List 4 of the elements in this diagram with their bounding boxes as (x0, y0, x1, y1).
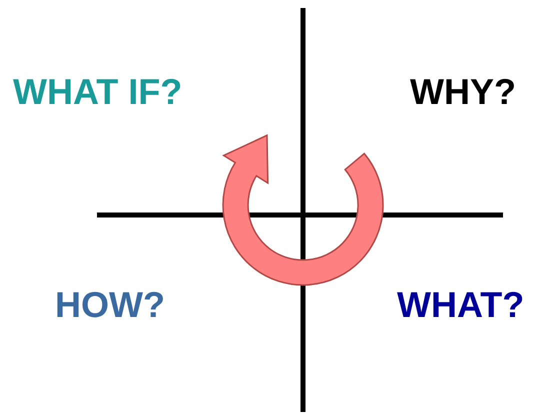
quadrant-label: HOW? (55, 285, 165, 325)
quadrant-label: WHAT? (397, 285, 524, 325)
quadrant-label: WHY? (410, 72, 516, 112)
quadrant-label: WHAT IF? (13, 72, 182, 112)
